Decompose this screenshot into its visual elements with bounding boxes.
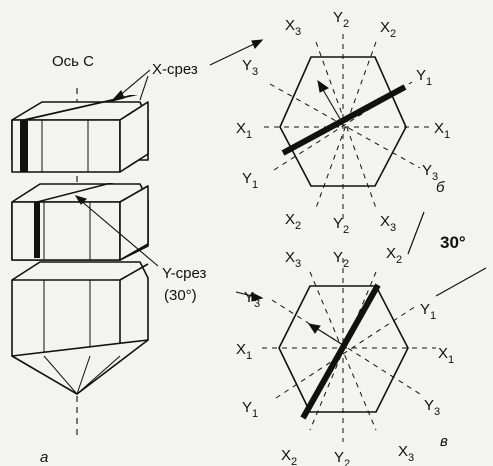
axis-label-x2: X2	[386, 245, 402, 266]
x-cut-plate	[11, 95, 149, 173]
axis-label-y3: Y3	[424, 397, 440, 418]
angle-label: 30°	[440, 233, 466, 252]
axis-label-y3: Y3	[244, 289, 260, 310]
axis-label-y3: Y3	[422, 162, 438, 183]
axis-label-x2: X2	[380, 19, 396, 40]
y-cut-label: Y-срез	[162, 265, 206, 282]
axis-label-y1: Y1	[420, 301, 436, 322]
leader-arrows	[74, 39, 264, 302]
panel-a-label: а	[40, 449, 48, 466]
angle-line-lower	[435, 267, 487, 297]
text-labels: Ось С X-срез Y-срез (30°) а б в 30°	[40, 53, 466, 466]
panel-c-label: в	[440, 433, 448, 450]
crystal-illustration	[11, 88, 149, 440]
panel-b-label: б	[436, 179, 445, 196]
axis-label-y2: Y2	[333, 249, 349, 270]
axis-label-y1: Y1	[242, 170, 258, 191]
y-cut-section	[300, 283, 381, 420]
x-cut-label: X-срез	[152, 61, 198, 78]
y-cut-band	[34, 202, 40, 258]
axis-label-y2: Y2	[334, 449, 350, 466]
x-cut-section	[281, 84, 407, 156]
axis-c-label: Ось С	[52, 53, 94, 70]
axis-label-x1: X1	[434, 120, 450, 141]
axis-label-x2: X2	[285, 211, 301, 232]
axis-label-x1: X1	[236, 341, 252, 362]
hexagon-x-cut	[264, 34, 430, 220]
axis-label-y2: Y2	[333, 215, 349, 236]
axis-label-x2: X2	[281, 447, 297, 466]
axis-label-y1: Y1	[242, 399, 258, 420]
axis-label-x1: X1	[236, 120, 252, 141]
crystal-body	[11, 261, 149, 395]
axis-label-y2: Y2	[333, 9, 349, 30]
axis-label-x3: X3	[380, 213, 396, 234]
y-cut-plate	[11, 183, 149, 261]
axis-label-x3: X3	[285, 249, 301, 270]
axis-label-x3: X3	[398, 443, 414, 464]
hexagon-y-cut	[262, 211, 487, 442]
x-cut-band	[20, 120, 28, 172]
axis-label-x3: X3	[285, 17, 301, 38]
axis-label-x1: X1	[438, 345, 454, 366]
y-cut-angle-label: (30°)	[164, 287, 197, 304]
axis-label-y3: Y3	[242, 57, 258, 78]
angle-line-upper	[407, 211, 425, 255]
axis-label-y1: Y1	[416, 67, 432, 88]
